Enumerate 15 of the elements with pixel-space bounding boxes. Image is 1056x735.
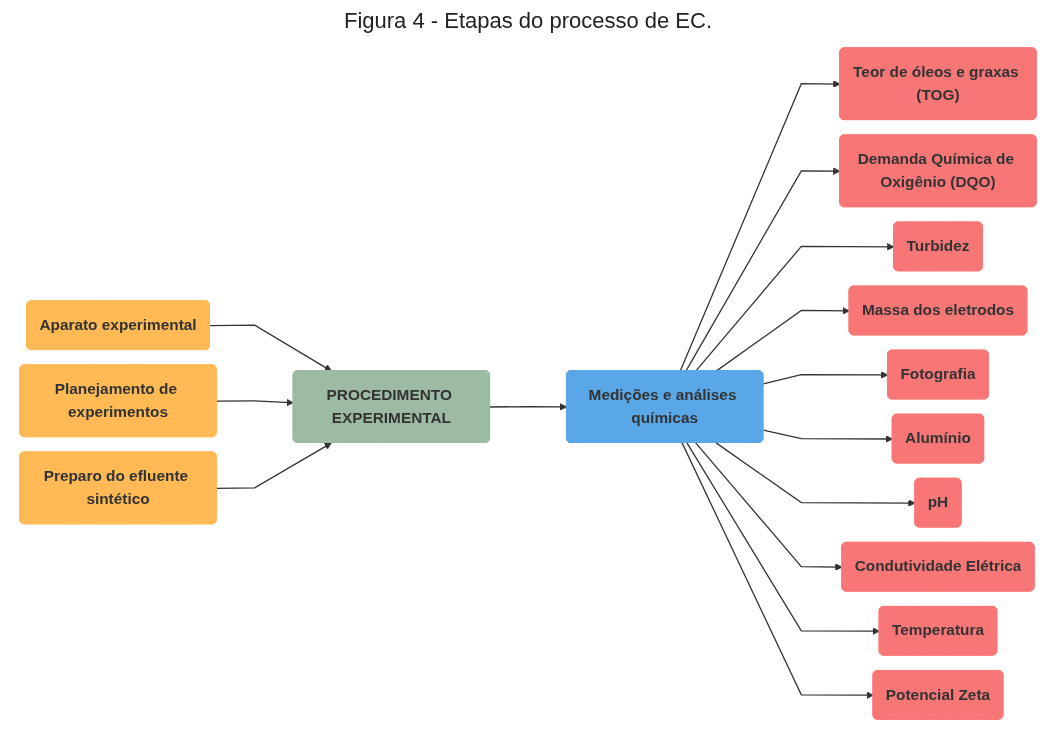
figure-title: Figura 4 - Etapas do processo de EC.	[342, 8, 714, 34]
arrow	[679, 79, 841, 372]
arrow	[216, 398, 294, 406]
arrow	[681, 441, 874, 699]
arrow	[695, 441, 843, 571]
arrow	[715, 306, 850, 372]
arrow	[686, 441, 880, 635]
arrow	[216, 442, 332, 489]
arrow	[489, 402, 568, 411]
arrow	[209, 324, 332, 371]
arrow	[715, 441, 916, 507]
arrow	[762, 428, 894, 443]
arrow	[762, 370, 889, 385]
arrow	[695, 242, 895, 372]
arrow	[685, 166, 841, 372]
